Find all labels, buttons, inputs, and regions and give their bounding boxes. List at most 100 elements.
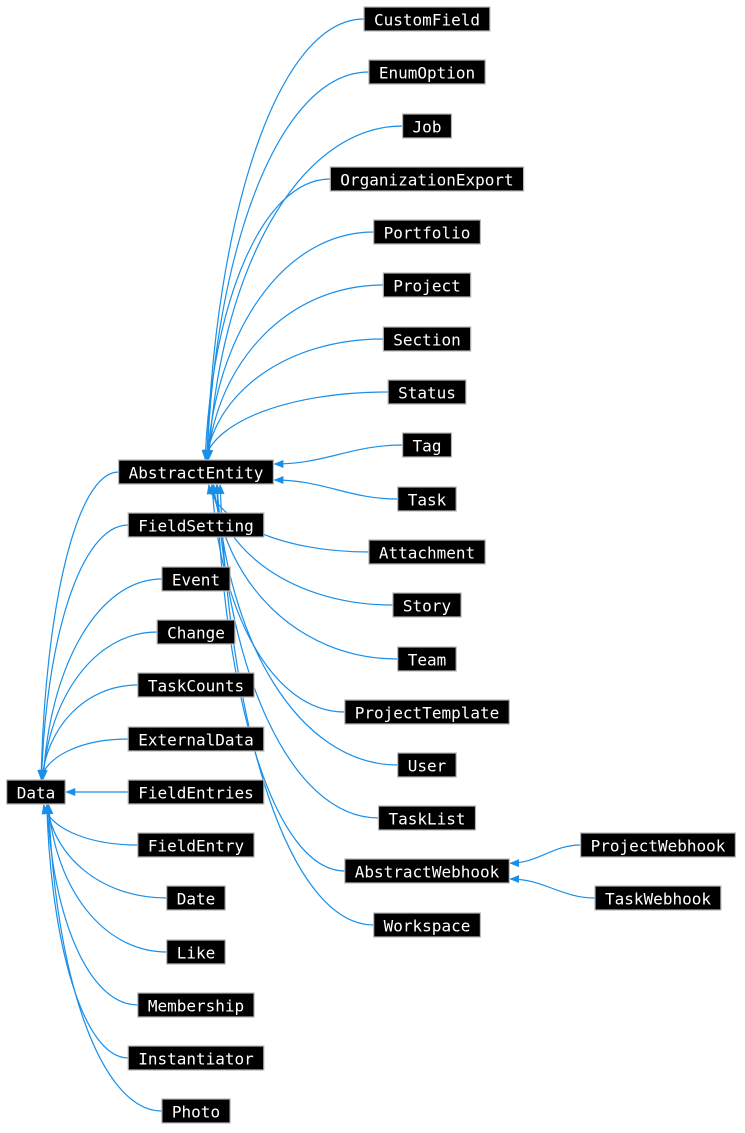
node-event-box — [161, 566, 231, 592]
node-tasklist-box — [377, 805, 477, 831]
node-story-label: Story — [403, 597, 452, 616]
node-change-box — [156, 619, 236, 645]
node-taskwebhook-box — [594, 885, 722, 911]
node-tasklist-label: TaskList — [388, 810, 465, 829]
node-data-label: Data — [17, 784, 56, 803]
edge-team-to-abstractentity — [210, 484, 398, 660]
node-fieldentries-label: FieldEntries — [138, 784, 254, 803]
node-membership[interactable]: Membership — [137, 992, 255, 1018]
node-customfield-box — [363, 6, 491, 32]
node-user[interactable]: User — [397, 752, 457, 778]
edge-task-to-abstractentity — [273, 476, 398, 500]
node-photo[interactable]: Photo — [161, 1098, 231, 1124]
node-abstractentity-box — [117, 459, 275, 485]
node-customfield[interactable]: CustomField — [363, 6, 491, 32]
node-task-label: Task — [408, 491, 447, 510]
node-enumoption-label: EnumOption — [379, 64, 475, 83]
node-abstractwebhook-label: AbstractWebhook — [355, 863, 500, 882]
node-tasklist[interactable]: TaskList — [377, 805, 477, 831]
node-data[interactable]: Data — [6, 779, 66, 805]
node-team[interactable]: Team — [397, 646, 457, 672]
node-projectwebhook-box — [579, 832, 736, 858]
node-abstractwebhook[interactable]: AbstractWebhook — [344, 858, 510, 884]
node-projecttemplate[interactable]: ProjectTemplate — [344, 699, 510, 725]
node-photo-box — [161, 1098, 231, 1124]
node-project[interactable]: Project — [382, 272, 472, 298]
node-section[interactable]: Section — [382, 326, 472, 352]
node-taskcounts[interactable]: TaskCounts — [137, 672, 255, 698]
edge-taskcounts-to-data — [38, 684, 138, 780]
edge-status-to-abstractentity — [203, 391, 389, 460]
node-team-box — [397, 646, 457, 672]
node-fieldsetting-box — [127, 512, 265, 538]
node-job[interactable]: Job — [402, 113, 453, 139]
edge-externaldata-to-data — [38, 738, 129, 780]
node-fieldentries[interactable]: FieldEntries — [127, 779, 265, 805]
node-date-label: Date — [177, 890, 216, 909]
edge-photo-to-data — [45, 804, 162, 1112]
edge-enumoption-to-abstractentity — [203, 71, 369, 460]
node-abstractentity-label: AbstractEntity — [129, 464, 264, 483]
node-change-label: Change — [167, 624, 225, 643]
edge-section-to-abstractentity — [203, 338, 384, 460]
edge-abstractentity-to-data — [37, 471, 119, 780]
node-abstractwebhook-box — [344, 858, 510, 884]
node-user-label: User — [408, 757, 447, 776]
node-portfolio-box — [373, 219, 482, 245]
edge-like-to-data — [45, 804, 167, 953]
node-task[interactable]: Task — [397, 486, 457, 512]
node-tag[interactable]: Tag — [402, 432, 453, 458]
edge-taskwebhook-to-abstractwebhook — [509, 875, 596, 899]
node-externaldata-label: ExternalData — [138, 731, 254, 750]
node-organizationexport-box — [329, 166, 525, 192]
node-date[interactable]: Date — [166, 885, 226, 911]
node-team-label: Team — [408, 651, 447, 670]
node-fieldsetting-label: FieldSetting — [138, 517, 254, 536]
node-tag-label: Tag — [413, 437, 442, 456]
node-workspace[interactable]: Workspace — [373, 912, 482, 938]
node-enumoption[interactable]: EnumOption — [368, 59, 486, 85]
node-taskwebhook-label: TaskWebhook — [605, 890, 711, 909]
node-projecttemplate-label: ProjectTemplate — [355, 704, 500, 723]
node-fieldsetting[interactable]: FieldSetting — [127, 512, 265, 538]
node-story[interactable]: Story — [392, 592, 462, 618]
node-like[interactable]: Like — [166, 939, 226, 965]
node-portfolio[interactable]: Portfolio — [373, 219, 482, 245]
edge-event-to-data — [39, 578, 162, 780]
node-fieldentry[interactable]: FieldEntry — [137, 832, 255, 858]
edge-instantiator-to-data — [43, 804, 129, 1059]
node-workspace-box — [373, 912, 482, 938]
node-project-label: Project — [393, 277, 460, 296]
node-organizationexport-label: OrganizationExport — [340, 171, 513, 190]
node-instantiator[interactable]: Instantiator — [127, 1045, 265, 1071]
node-project-box — [382, 272, 472, 298]
node-abstractentity[interactable]: AbstractEntity — [117, 459, 275, 485]
node-taskcounts-box — [137, 672, 255, 698]
node-like-label: Like — [177, 944, 216, 963]
edge-job-to-abstractentity — [205, 125, 403, 460]
node-organizationexport[interactable]: OrganizationExport — [329, 166, 525, 192]
node-fieldentries-box — [127, 779, 265, 805]
node-event-label: Event — [172, 571, 220, 590]
node-fieldentry-box — [137, 832, 255, 858]
edge-membership-to-data — [43, 804, 138, 1006]
node-projectwebhook[interactable]: ProjectWebhook — [579, 832, 736, 858]
node-section-label: Section — [393, 331, 460, 350]
node-change[interactable]: Change — [156, 619, 236, 645]
node-status[interactable]: Status — [387, 379, 467, 405]
node-externaldata[interactable]: ExternalData — [127, 726, 265, 752]
node-fieldentry-label: FieldEntry — [148, 837, 245, 856]
node-attachment[interactable]: Attachment — [368, 539, 486, 565]
node-instantiator-box — [127, 1045, 265, 1071]
node-workspace-label: Workspace — [384, 917, 471, 936]
node-projectwebhook-label: ProjectWebhook — [591, 837, 726, 856]
node-taskwebhook[interactable]: TaskWebhook — [594, 885, 722, 911]
node-portfolio-label: Portfolio — [384, 224, 471, 243]
node-task-box — [397, 486, 457, 512]
nodes-layer: CustomFieldEnumOptionJobOrganizationExpo… — [6, 6, 736, 1124]
edge-project-to-abstractentity — [204, 284, 384, 460]
edge-user-to-abstractentity — [213, 484, 398, 766]
node-taskcounts-label: TaskCounts — [148, 677, 244, 696]
node-event[interactable]: Event — [161, 566, 231, 592]
